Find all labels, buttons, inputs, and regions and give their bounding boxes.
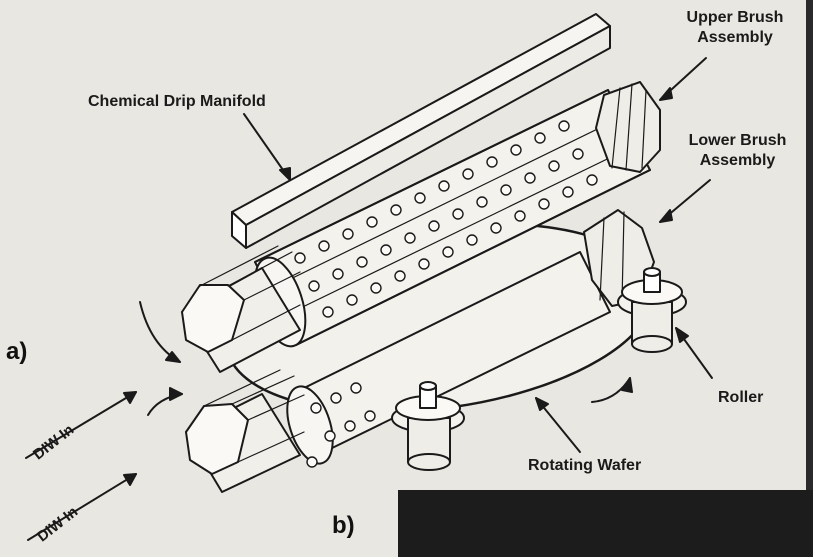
upper-brush-assembly — [181, 81, 661, 373]
page-edge-shadow — [806, 0, 813, 490]
lower-brush-bristles — [306, 382, 376, 468]
label-arrows — [25, 57, 713, 541]
lower-brush-assembly — [185, 209, 655, 493]
rotation-arrows — [139, 301, 633, 416]
dark-photo-panel — [398, 490, 813, 557]
roller-right — [617, 267, 687, 353]
upper-brush-label: Upper Brush Assembly — [686, 9, 784, 46]
manifold-label: Chemical Drip Manifold — [88, 93, 266, 110]
lower-brush-label: Lower Brush Assembly — [688, 132, 787, 169]
upper-brush-bristles — [294, 120, 598, 318]
wafer-label: Rotating Wafer — [528, 457, 642, 474]
part-a-label: a) — [6, 338, 28, 365]
roller-label: Roller — [718, 389, 764, 406]
chemical-drip-manifold — [231, 13, 611, 249]
part-b-label: b) — [332, 512, 355, 539]
roller-front — [391, 381, 465, 471]
